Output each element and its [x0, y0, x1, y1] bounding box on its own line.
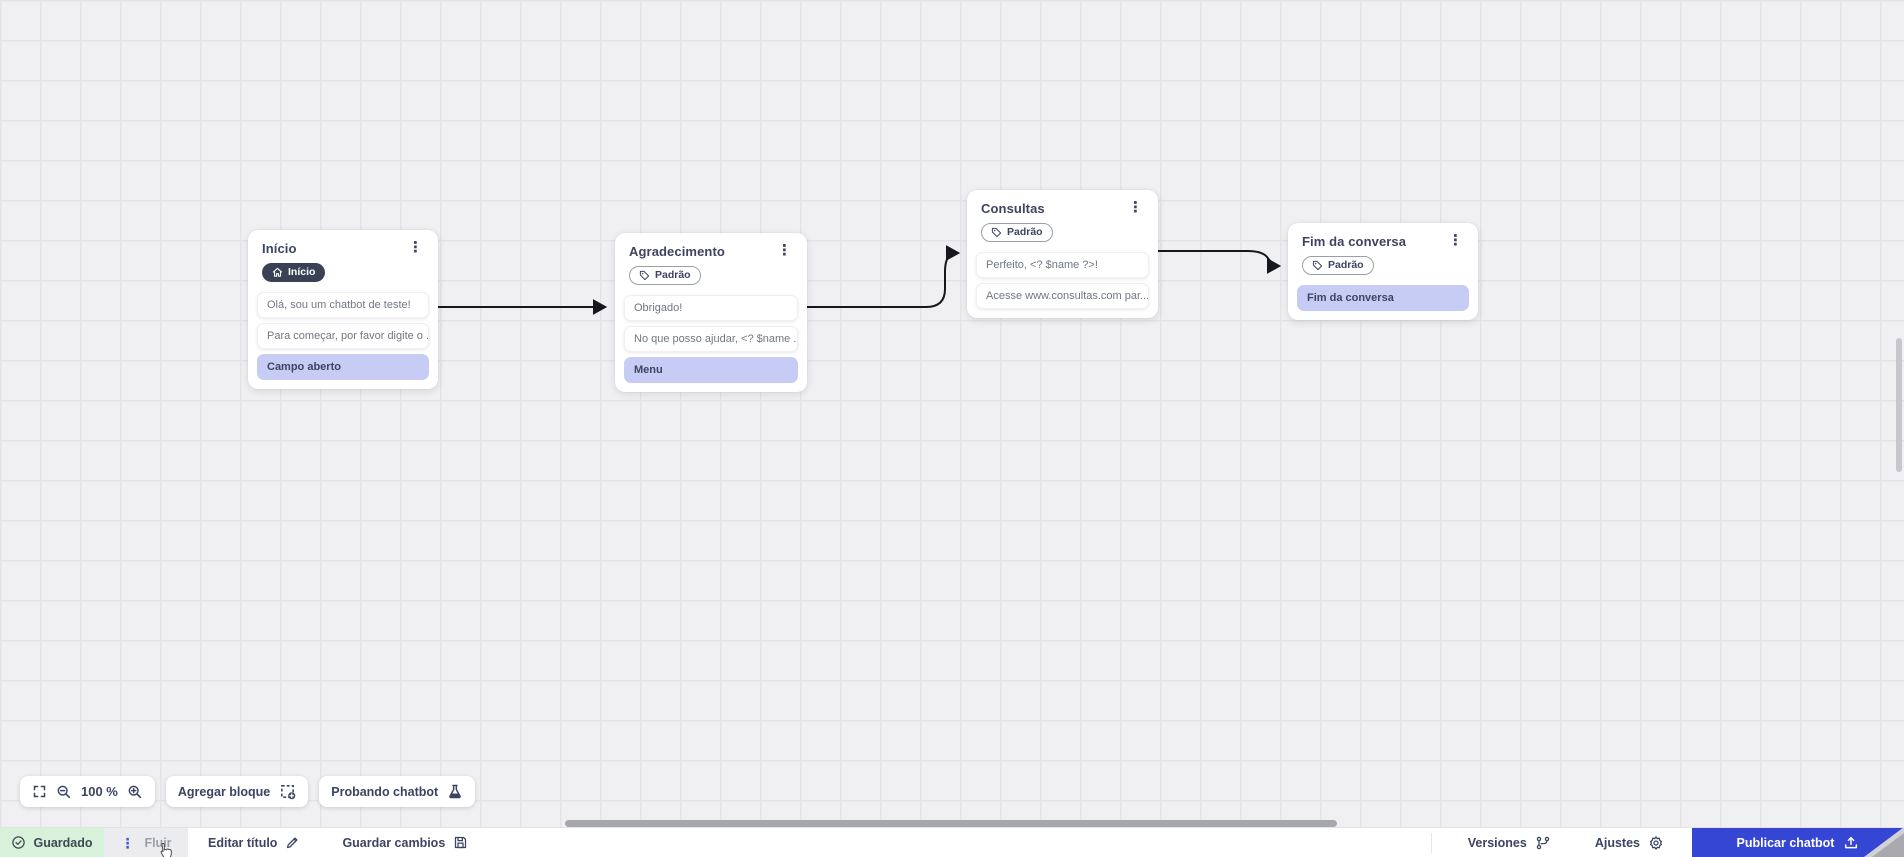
padrao-tag: Padrão [981, 223, 1053, 242]
drag-handle-icon[interactable]: ⋮ [120, 834, 135, 851]
padrao-tag: Padrão [629, 266, 701, 285]
pencil-icon [287, 837, 298, 849]
padrao-tag: Padrão [1302, 256, 1374, 275]
versions-button[interactable]: Versiones [1468, 835, 1551, 851]
node-consultas[interactable]: Consultas ⋮ Padrão Perfeito, <? $name ?>… [967, 190, 1158, 318]
add-block-label: Agregar bloque [177, 784, 271, 799]
tag-icon [1312, 260, 1323, 270]
tag-label: Padrão [1007, 226, 1043, 238]
node-title: Agradecimento [629, 244, 725, 259]
message-block[interactable]: Acesse www.consultas.com par... [976, 282, 1149, 309]
tag-label: Padrão [655, 269, 691, 281]
versions-label: Versiones [1467, 835, 1527, 850]
settings-button[interactable]: Ajustes [1595, 835, 1664, 851]
home-icon [272, 267, 283, 277]
badge-label: Início [288, 266, 316, 278]
statusbar-divider [1430, 832, 1432, 853]
publish-chatbot-button[interactable]: Publicar chatbot [1692, 828, 1904, 857]
add-block-icon [281, 785, 296, 800]
zoom-in-icon[interactable] [127, 784, 143, 800]
message-block[interactable]: No que posso ajudar, <? $name ... [624, 325, 798, 352]
node-menu-icon[interactable]: ⋮ [1128, 199, 1143, 216]
vertical-scrollbar[interactable] [1896, 338, 1902, 472]
saved-label: Guardado [33, 835, 93, 850]
test-chatbot-label: Probando chatbot [331, 784, 439, 799]
node-agradecimento[interactable]: Agradecimento ⋮ Padrão Obrigado! No que … [615, 233, 807, 392]
node-fim-da-conversa[interactable]: Fim da conversa ⋮ Padrão Fim da conversa [1288, 223, 1478, 320]
branch-icon [1536, 836, 1550, 849]
zoom-controls: 100 % [20, 776, 155, 807]
action-block-menu[interactable]: Menu [624, 356, 798, 383]
message-block[interactable]: Perfeito, <? $name ?>! [976, 251, 1149, 278]
node-title: Início [262, 241, 297, 256]
horizontal-scrollbar[interactable] [565, 820, 1337, 827]
inicio-badge: Início [262, 263, 326, 282]
saved-status-badge: Guardado [0, 828, 104, 857]
tag-label: Padrão [1328, 259, 1364, 271]
node-inicio[interactable]: Início ⋮ Início Olá, sou um chatbot de t… [248, 230, 438, 389]
tag-icon [991, 227, 1002, 237]
check-circle-icon [12, 836, 26, 849]
test-chatbot-button[interactable]: Probando chatbot [319, 776, 476, 807]
publish-upload-icon [1845, 836, 1858, 848]
settings-label: Ajustes [1594, 835, 1640, 850]
message-block[interactable]: Olá, sou um chatbot de teste! [257, 291, 429, 318]
zoom-out-icon[interactable] [56, 784, 72, 800]
fullscreen-icon[interactable] [32, 784, 47, 799]
tab-fluir-label: Fluir [144, 835, 172, 850]
node-menu-icon[interactable]: ⋮ [1448, 232, 1463, 249]
edit-title-label: Editar título [208, 835, 278, 850]
flask-icon [449, 784, 461, 799]
add-block-button[interactable]: Agregar bloque [165, 776, 309, 807]
action-block-fim[interactable]: Fim da conversa [1297, 284, 1469, 311]
message-block[interactable]: Para começar, por favor digite o ... [257, 322, 429, 349]
tab-fluir[interactable]: ⋮ Fluir [104, 828, 188, 857]
action-block-campo-aberto[interactable]: Campo aberto [257, 353, 429, 380]
node-menu-icon[interactable]: ⋮ [408, 239, 423, 256]
message-block[interactable]: Obrigado! [624, 294, 798, 321]
status-bar: Guardado ⋮ Fluir Editar título Guardar c… [0, 827, 1904, 857]
publish-label: Publicar chatbot [1736, 835, 1835, 850]
node-title: Consultas [981, 201, 1045, 216]
save-icon [455, 836, 467, 849]
canvas-toolbar: 100 % Agregar bloque Probando chatbot [20, 776, 476, 807]
gear-icon [1649, 835, 1663, 850]
zoom-level: 100 % [81, 784, 118, 799]
node-title: Fim da conversa [1302, 234, 1407, 249]
wire-consultas-fim [1157, 250, 1282, 274]
node-menu-icon[interactable]: ⋮ [777, 242, 792, 259]
wire-agradecimento-consultas [806, 245, 961, 308]
save-changes-label: Guardar cambios [342, 835, 446, 850]
tag-icon [639, 270, 650, 280]
edit-title-button[interactable]: Editar título [208, 835, 300, 850]
save-changes-button[interactable]: Guardar cambios [342, 835, 468, 850]
